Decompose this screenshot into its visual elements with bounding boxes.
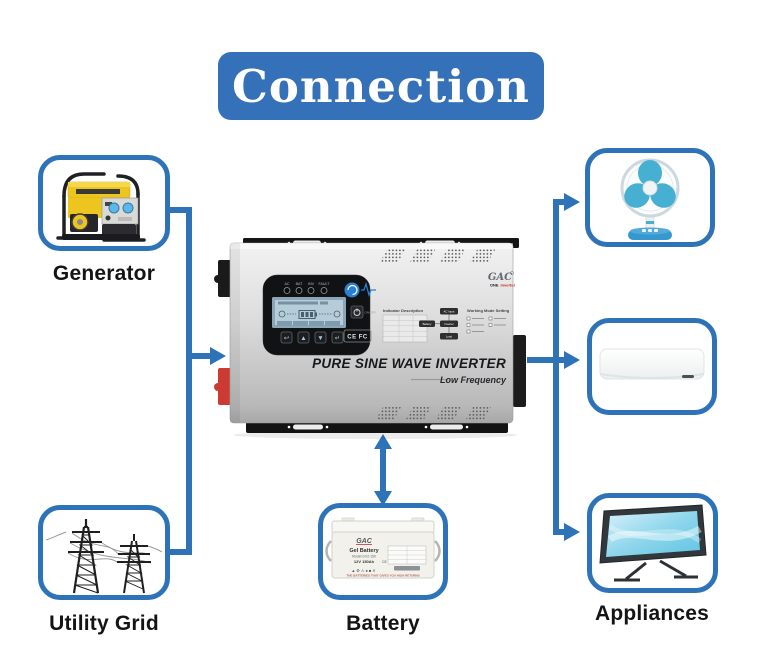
air-conditioner-box	[587, 318, 717, 415]
led-label-bat: BAT	[296, 282, 304, 286]
svg-text:↵: ↵	[335, 335, 340, 342]
utility-grid-image	[46, 518, 162, 593]
battery-label: Battery	[346, 612, 420, 635]
working-mode-setting: Working Mode Setting	[466, 308, 510, 334]
generator-label: Generator	[52, 262, 156, 285]
product-subtitle: Low Frequency	[440, 375, 507, 385]
keypad-buttons: ↩ ▲ ▼ ↵	[280, 331, 344, 344]
left-trunk-line	[170, 207, 192, 555]
led-label-inv: INV	[308, 282, 315, 286]
arrowhead-to-tv	[564, 523, 580, 541]
indicator-description: Indicator Description	[382, 308, 428, 343]
utility-grid-box	[38, 505, 170, 600]
battery-type: Gel Battery	[349, 548, 379, 554]
fan-box	[585, 148, 715, 247]
fan-image	[620, 158, 680, 240]
arrowhead-to-inverter-bottom	[374, 434, 392, 449]
flow-inverter: Inverter	[444, 322, 454, 326]
bottom-mount-bar	[246, 422, 508, 433]
brand-sub-inverter: inverter	[501, 283, 516, 288]
battery-spec-table	[387, 545, 427, 570]
battery-safety-icons: ▲♻⚠●■✕	[351, 568, 376, 573]
led-label-fault: FAULT	[319, 282, 331, 286]
status-leds	[283, 287, 328, 294]
flow-battery: Battery	[423, 322, 432, 326]
air-conditioner-image	[599, 348, 705, 379]
battery-image: GAC Gel Battery Model GV2-150 12V 150Ah …	[325, 517, 441, 578]
product-name: PURE SINE WAVE INVERTER	[312, 356, 506, 371]
inverter-image: AC BAT INV FAULT	[213, 235, 533, 440]
svg-text:▼: ▼	[317, 335, 323, 342]
svg-text:↩: ↩	[284, 335, 290, 342]
page-title: Connection	[218, 52, 544, 120]
battery-rating: 12V 150Ah	[354, 559, 375, 564]
generator-box	[38, 155, 170, 251]
appliances-label: Appliances	[594, 602, 710, 625]
battery-tagline: THE BATTERIES THAT GIVES YOU HIGH RETURN…	[346, 573, 419, 577]
vent-grilles	[375, 248, 496, 421]
flow-ac-input: AC Input	[444, 310, 455, 314]
working-mode-title: Working Mode Setting	[467, 308, 510, 313]
svg-text:▲: ▲	[300, 335, 306, 342]
right-trunk-line	[553, 199, 566, 535]
flow-load: Load	[446, 335, 453, 339]
arrowhead-to-battery	[374, 491, 392, 506]
brand-logo: GAC ONE inverter	[488, 271, 516, 288]
battery-brand: GAC	[356, 538, 373, 545]
control-panel: AC BAT INV FAULT	[262, 274, 376, 356]
arrowhead-to-ac	[564, 351, 580, 369]
brand-name: GAC	[488, 272, 512, 283]
arrowhead-to-fan	[564, 193, 580, 211]
page-title-text: Connection	[232, 59, 530, 113]
tv-box	[587, 493, 718, 593]
utility-grid-label: Utility Grid	[49, 612, 159, 635]
arrowhead-to-inverter	[210, 347, 226, 365]
indicator-description-title: Indicator Description	[383, 308, 424, 313]
tv-image	[598, 504, 707, 582]
brand-sub-one: ONE	[490, 283, 499, 288]
power-button-label: ON/OFF	[365, 311, 376, 315]
generator-image	[56, 172, 146, 242]
lcd-display	[272, 297, 346, 328]
right-heatsink	[513, 335, 526, 407]
battery-ce-mark: CE	[382, 560, 388, 564]
led-label-ac: AC	[285, 282, 290, 286]
tv-stand	[613, 559, 698, 582]
cert-marks: CE FC	[347, 335, 368, 341]
battery-box: GAC Gel Battery Model GV2-150 12V 150Ah …	[318, 503, 448, 600]
power-button	[350, 305, 364, 319]
battery-model: Model GV2-150	[352, 554, 376, 558]
flow-diagram: AC Input Battery Inverter Load	[419, 308, 458, 340]
power-lines	[46, 531, 162, 563]
